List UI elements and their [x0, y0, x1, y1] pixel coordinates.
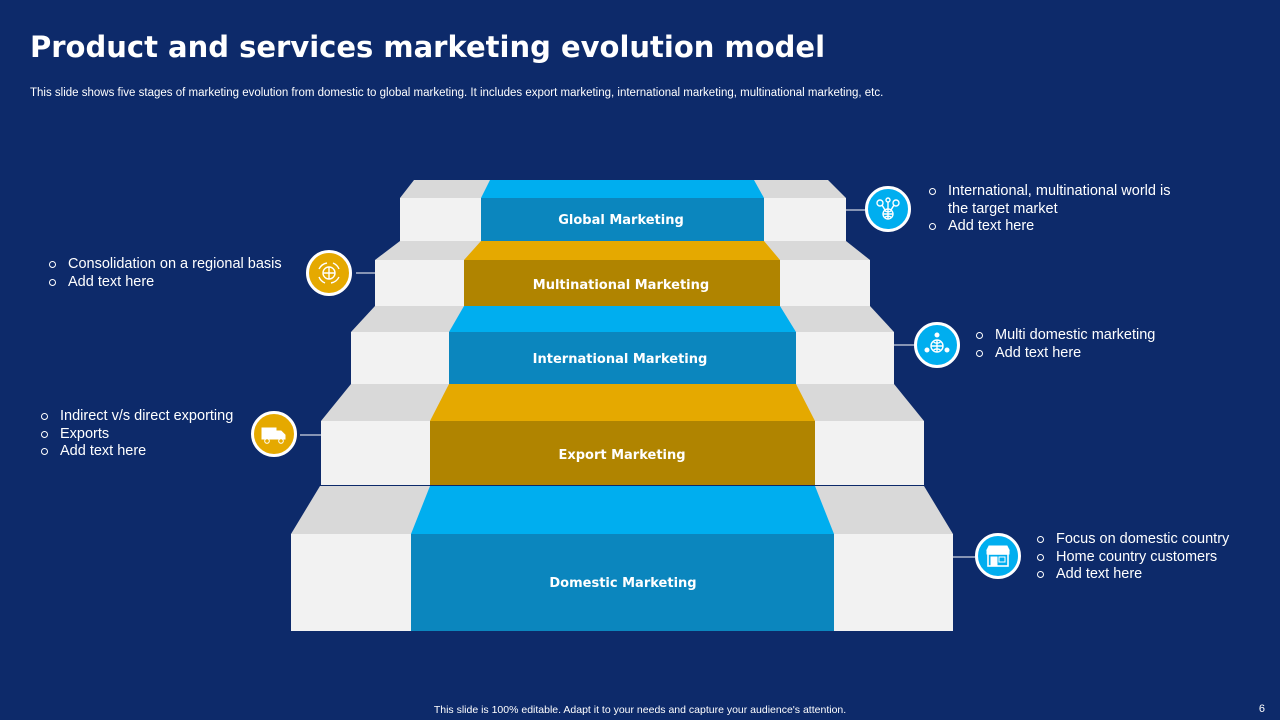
- callout-export: Indirect v/s direct exporting Exports Ad…: [41, 408, 251, 461]
- step-global: Global Marketing: [400, 180, 846, 241]
- callout-multinational-item: Add text here: [49, 274, 299, 292]
- callout-multinational-item: Consolidation on a regional basis: [49, 256, 299, 274]
- callout-international-item: Multi domestic marketing: [976, 327, 1226, 345]
- page-number: 6: [1258, 703, 1265, 715]
- callout-export-item: Exports: [41, 426, 251, 444]
- slide-title: Product and services marketing evolution…: [30, 30, 826, 64]
- callout-export-item: Indirect v/s direct exporting: [41, 408, 251, 426]
- callout-export-item: Add text here: [41, 443, 251, 461]
- step-domestic: Domestic Marketing: [291, 486, 953, 631]
- step-label-multinational: Multinational Marketing: [533, 278, 709, 293]
- step-export: Export Marketing: [321, 384, 924, 485]
- step-label-export: Export Marketing: [558, 448, 685, 463]
- globe-people-icon: [914, 322, 960, 368]
- network-globe-icon: [865, 186, 911, 232]
- storefront-icon: [975, 533, 1021, 579]
- slide-subtitle: This slide shows five stages of marketin…: [30, 87, 884, 99]
- step-label-domestic: Domestic Marketing: [549, 576, 696, 591]
- callout-international-item: Add text here: [976, 345, 1226, 363]
- slide-footer: This slide is 100% editable. Adapt it to…: [433, 704, 847, 716]
- delivery-truck-icon: [251, 411, 297, 457]
- callout-domestic-item: Add text here: [1037, 566, 1267, 584]
- step-multinational: Multinational Marketing: [375, 241, 870, 306]
- callout-global: International, multinational world is th…: [929, 183, 1179, 236]
- callout-domestic: Focus on domestic country Home country c…: [1037, 531, 1267, 584]
- callout-international: Multi domestic marketing Add text here: [976, 327, 1226, 362]
- globe-arrows-icon: [306, 250, 352, 296]
- step-international: International Marketing: [351, 306, 894, 384]
- callout-multinational: Consolidation on a regional basis Add te…: [49, 256, 299, 291]
- step-label-global: Global Marketing: [558, 213, 684, 228]
- callout-global-item: International, multinational world is th…: [929, 183, 1179, 218]
- step-label-international: International Marketing: [533, 352, 708, 367]
- callout-domestic-item: Home country customers: [1037, 549, 1267, 567]
- callout-domestic-item: Focus on domestic country: [1037, 531, 1267, 549]
- callout-global-item: Add text here: [929, 218, 1179, 236]
